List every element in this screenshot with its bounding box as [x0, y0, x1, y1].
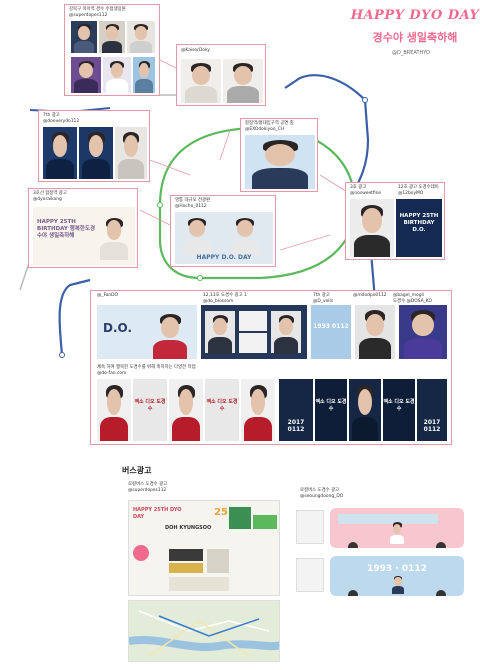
- ad-card-3[interactable]: 7th 광고 @doeverydo112: [38, 110, 150, 182]
- card-3-photo-b: [79, 127, 113, 179]
- card-6-handle: @Hocho_0112: [175, 204, 207, 209]
- bus-right-handle: @seoungdoong_DO: [300, 494, 344, 499]
- card-8-panel-5: [241, 379, 275, 441]
- ad-card-4[interactable]: 합정역/홍대입구역 공연 중 @EXOdokiyoo_CH: [240, 118, 318, 192]
- card-8-row-text-5: 2017 0112: [423, 419, 441, 433]
- card-8-photo-1993: 1993 0112: [311, 305, 351, 359]
- card-7-photo-b: HAPPY 25TH BIRTHDAY D.O.: [396, 199, 442, 257]
- card-2-handle: @KaiserDoky: [181, 48, 210, 53]
- card-8-panel-10: 2017 0112: [417, 379, 447, 441]
- card-8-sub-label: 계속 하여 행복한 도경수를 위해 축하하는 다양한 작업: [97, 365, 196, 370]
- bus-photo-blue: 1993 · 0112: [330, 556, 464, 596]
- card-8-label-2: @do_blossom: [203, 299, 234, 304]
- card-1-photo-a: [71, 21, 97, 53]
- card-8-photo-do: D.O.: [97, 305, 197, 359]
- card-7-label-a: 3호 광고: [350, 185, 367, 190]
- page-title: HAPPY DYO DAY: [350, 8, 480, 23]
- bus-right-label: 로컬버스 도경수 광고: [300, 488, 340, 493]
- ad-card-8[interactable]: @_FanDO 12,13호 도경수 광고 1 @do_blossom 7th …: [90, 290, 452, 445]
- card-8-row-text-4: 엑소 디오 도경수: [383, 399, 415, 412]
- card-4-handle: @EXOdokiyoo_CH: [245, 127, 285, 132]
- card-2-photo-b: [223, 59, 263, 103]
- bus-photo-small-2: [296, 558, 324, 592]
- bus-left-poster-num: 25: [214, 507, 228, 518]
- card-8-label-0: @_FanDO: [97, 293, 119, 298]
- card-5-label: 3호선 합정역 광고: [33, 191, 67, 196]
- card-3-handle: @doeverydo112: [43, 119, 80, 124]
- card-1-label: 강북구 미아역 경수 수험생응원: [69, 7, 126, 12]
- card-8-label-1: 12,13호 도경수 광고 1: [203, 293, 247, 298]
- card-2-photo-a: [181, 59, 221, 103]
- card-4-photo: [245, 135, 315, 189]
- card-8-photo-mid: [355, 305, 395, 359]
- card-8-photo-text-do: D.O.: [103, 321, 133, 335]
- card-8-panel-2: 엑소 디오 도경수: [133, 379, 167, 441]
- card-1-photo-e: [103, 57, 131, 93]
- card-8-row-text-3: 엑소 디오 도경수: [315, 399, 347, 412]
- card-6-label: 영통 대규모 전광판: [175, 198, 211, 203]
- page-subtitle: 경수야 생일축하해: [372, 31, 458, 44]
- card-7-handle-a: @nosweetfine: [350, 191, 382, 196]
- card-5-photo-text: HAPPY 25TH BIRTHDAY 행복한도경수야 생일축하해: [37, 219, 96, 239]
- card-8-row-text-2: 2017 0112: [287, 419, 305, 433]
- bus-left-poster-title: HAPPY 25TH DYO DAY: [133, 507, 182, 520]
- card-3-label: 7th 광고: [43, 113, 60, 118]
- card-8-panel-6: 2017 0112: [279, 379, 313, 441]
- card-8-photo-text-1993: 1993 0112: [313, 323, 349, 330]
- card-5-photo: HAPPY 25TH BIRTHDAY 행복한도경수야 생일축하해: [33, 207, 135, 265]
- card-7-photo-a: [350, 199, 394, 257]
- card-8-panel-4: 엑소 디오 도경수: [205, 379, 239, 441]
- bus-left-poster: HAPPY 25TH DYO DAY DOH KYUNGSOO 25: [128, 500, 280, 596]
- card-1-photo-f: [133, 57, 155, 93]
- bus-photo-blue-text: 1993 · 0112: [367, 564, 427, 574]
- card-3-photo-c: [115, 127, 147, 179]
- bus-photo-pink: [330, 508, 464, 548]
- card-8-panel-7: 엑소 디오 도경수: [315, 379, 347, 441]
- bus-photo-small-1: [296, 510, 324, 544]
- ad-card-5[interactable]: 3호선 합정역 광고 @dyoraikong HAPPY 25TH BIRTHD…: [28, 188, 138, 268]
- card-8-label-3: 7th 광고: [313, 293, 330, 298]
- card-5-handle: @dyoraikong: [33, 197, 62, 202]
- card-8-photo-right: [399, 305, 447, 359]
- route-map-svg: [129, 601, 279, 661]
- card-8-label-5: @mdodpo0112: [353, 293, 387, 298]
- card-8-label-4: @D_vells: [313, 299, 333, 304]
- card-8-photo-grid: [201, 305, 307, 359]
- card-8-panel-9: 엑소 디오 도경수: [383, 379, 415, 441]
- card-7-label-b: 12호 광고 도경수데이: [398, 185, 439, 190]
- card-1-photo-b: [99, 21, 125, 53]
- credit-handle: @D_BREATHYO: [392, 50, 430, 56]
- bus-route-map: [128, 600, 280, 662]
- ad-card-2[interactable]: @KaiserDoky: [176, 44, 266, 106]
- blue-line: [58, 74, 377, 356]
- card-8-sub-handle: @do-fan.com: [97, 371, 127, 376]
- card-7-photo-text: HAPPY 25TH BIRTHDAY D.O.: [399, 213, 439, 233]
- card-8-row-text-0: 엑소 디오 도경수: [134, 399, 166, 412]
- card-7-handle-b: @12boyMO: [398, 191, 424, 196]
- bus-left-poster-name: DOH KYUNGSOO: [165, 525, 212, 531]
- card-8-panel-1: [97, 379, 131, 441]
- bus-left-handle: @superdopes112: [128, 488, 167, 493]
- card-8-panel-8: [349, 379, 381, 441]
- bus-left-label: 로컬버스 도경수 광고: [128, 482, 168, 487]
- bus-section-title: 버스광고: [122, 466, 152, 475]
- card-1-handle: @superdopes112: [69, 13, 108, 18]
- card-1-photo-c: [127, 21, 155, 53]
- ad-card-7[interactable]: 3호 광고 @nosweetfine 12호 광고 도경수데이 @12boyMO…: [345, 182, 445, 260]
- card-8-row-text-1: 엑소 디오 도경수: [206, 399, 238, 412]
- card-8-panel-3: [169, 379, 203, 441]
- card-6-photo: HAPPY D.O. DAY: [175, 212, 273, 264]
- ad-card-1[interactable]: 강북구 미아역 경수 수험생응원 @superdopes112: [64, 4, 160, 96]
- card-8-label-7: 도경수 @DOSA_KO: [393, 299, 432, 304]
- ad-card-6[interactable]: 영통 대규모 전광판 @Hocho_0112 HAPPY D.O. DAY: [170, 195, 276, 267]
- card-4-label: 합정역/홍대입구역 공연 중: [245, 121, 294, 126]
- card-8-label-6: @bagel_mogli: [393, 293, 424, 298]
- card-6-photo-text: HAPPY D.O. DAY: [196, 254, 252, 261]
- card-3-photo-a: [43, 127, 77, 179]
- card-1-photo-d: [71, 57, 101, 93]
